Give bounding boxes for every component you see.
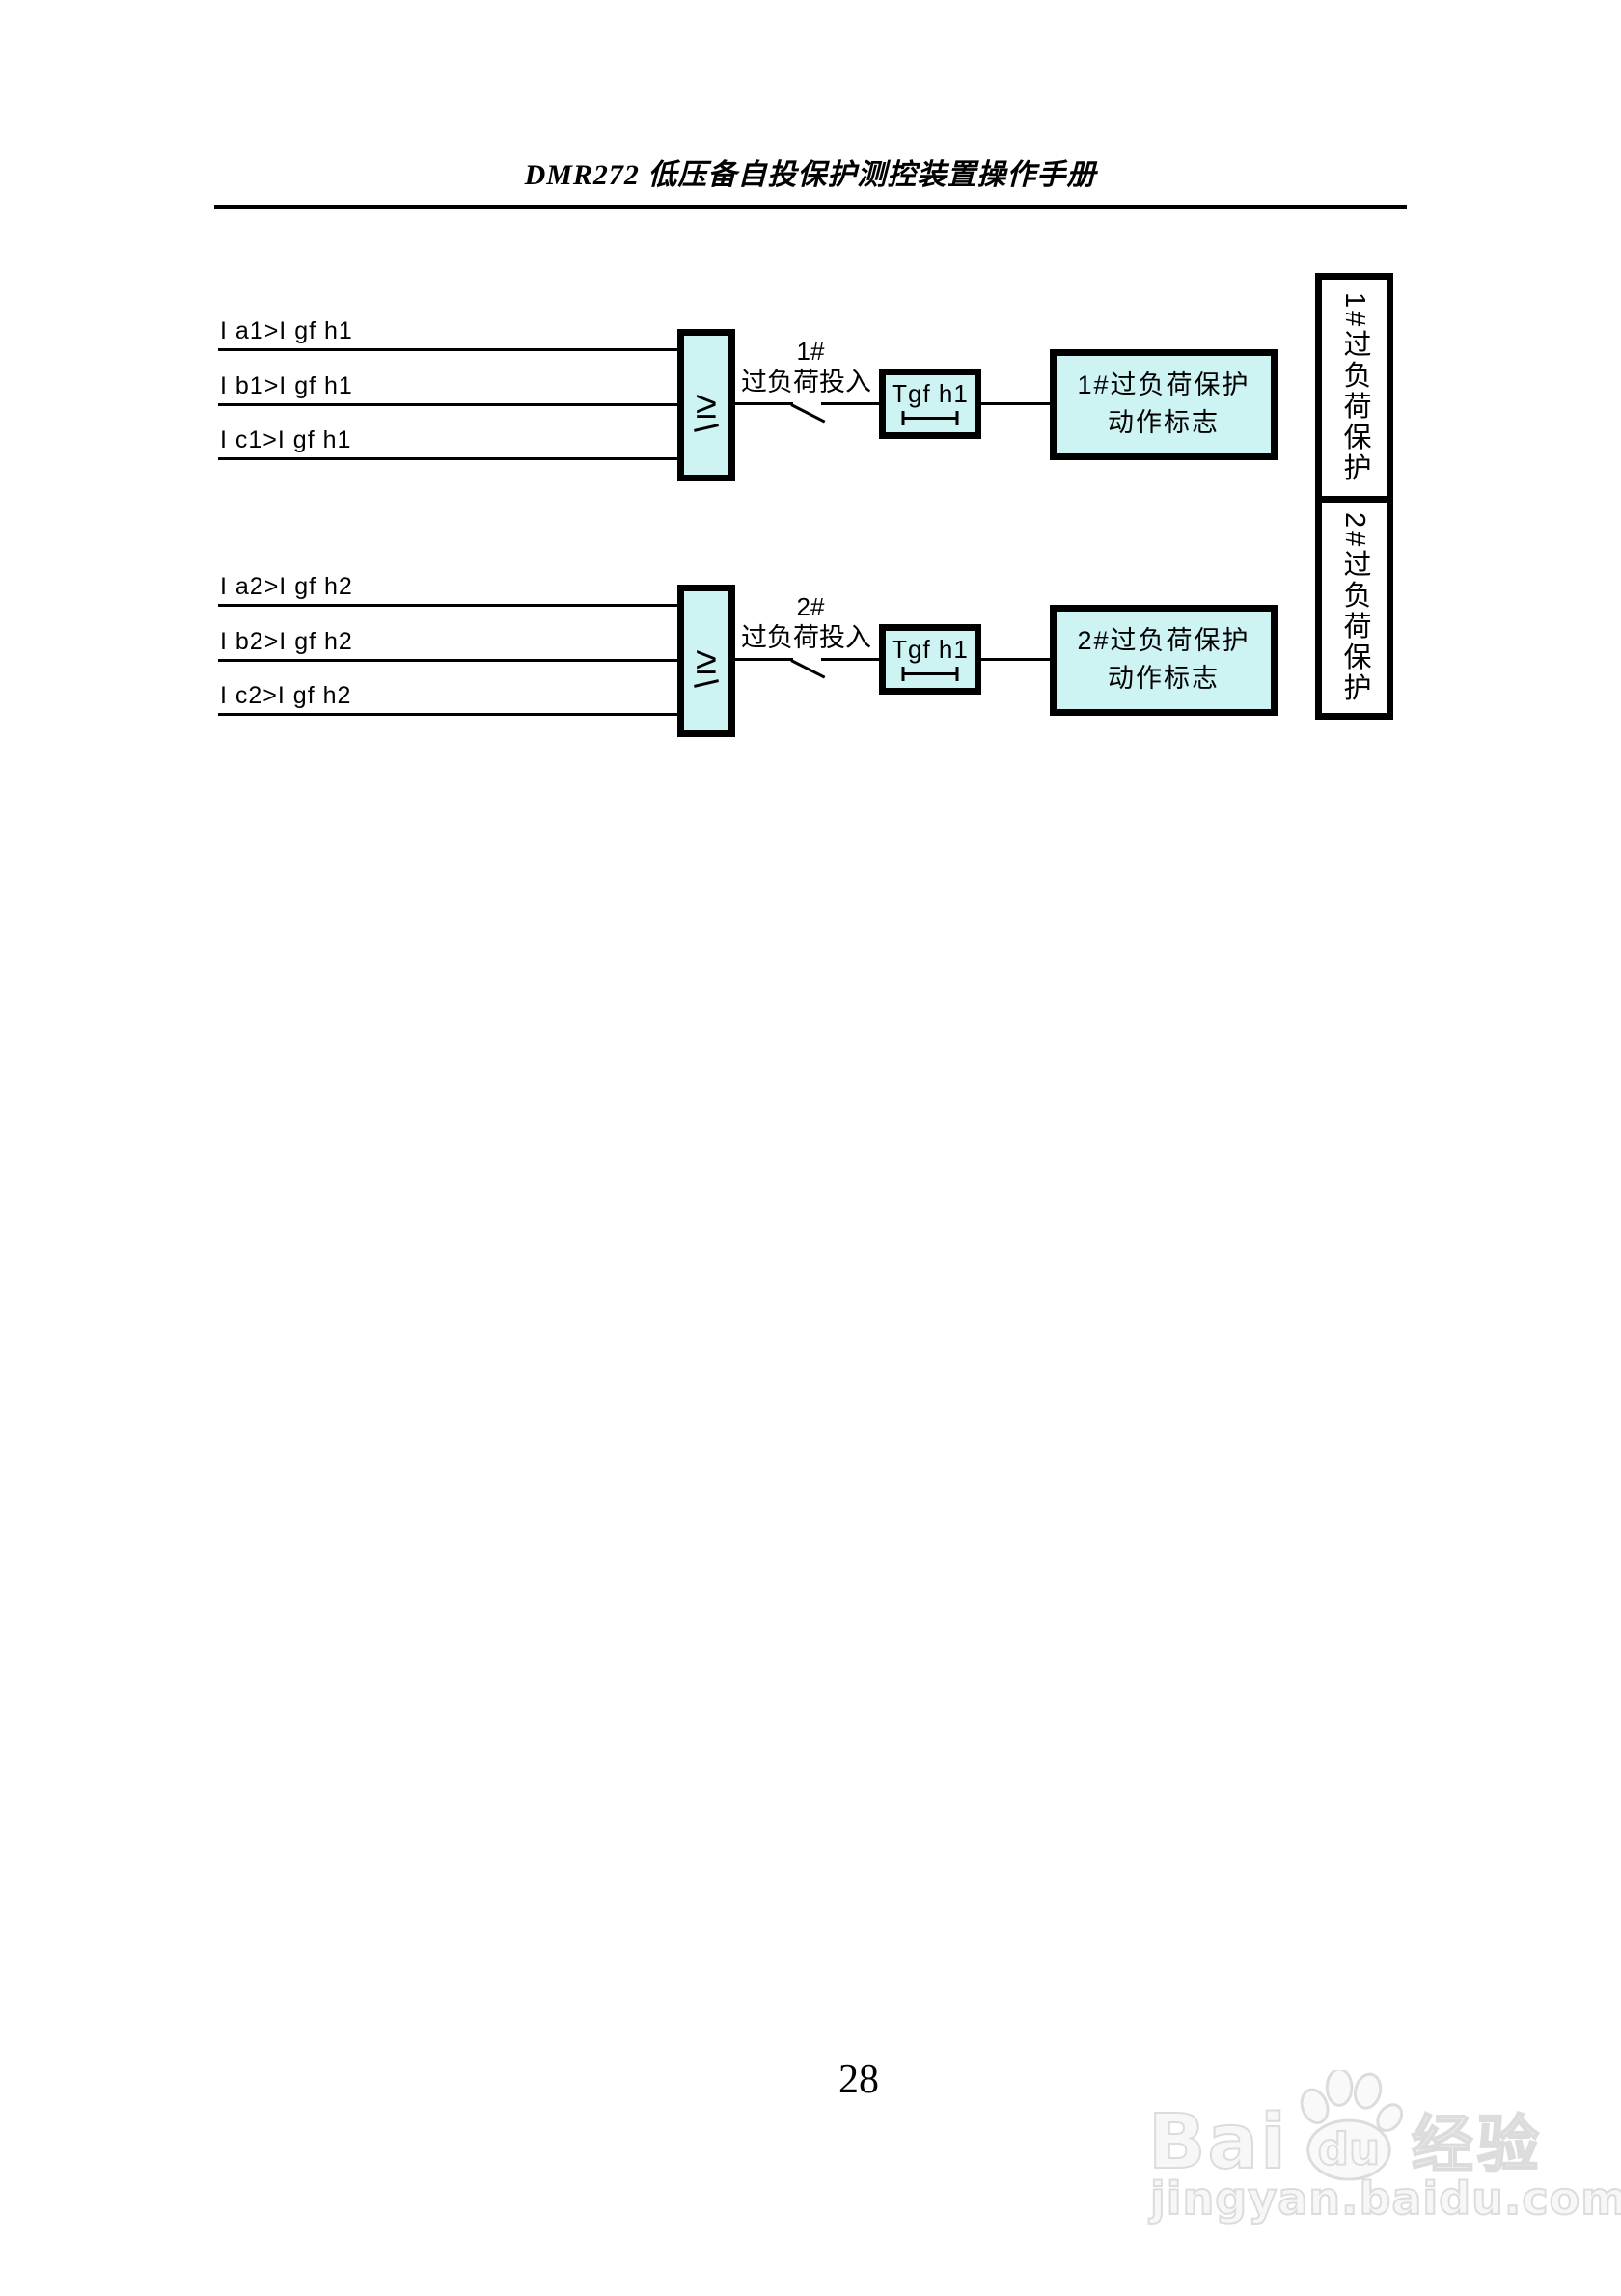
switch-id-label: 1# xyxy=(796,337,825,366)
or-gate-symbol: ≥ xyxy=(696,384,717,426)
or-gate: ≥ xyxy=(677,585,735,737)
wire xyxy=(821,402,879,405)
wire xyxy=(735,658,793,661)
output-flag-line2: 动作标志 xyxy=(1108,408,1220,437)
switch-blade-icon xyxy=(790,403,826,424)
output-flag-line1: 2#过负荷保护 xyxy=(1077,626,1250,656)
output-flag-box: 2#过负荷保护 动作标志 xyxy=(1050,605,1278,716)
input-condition-label: I a2>I gf h2 xyxy=(220,573,353,600)
wire xyxy=(978,658,1050,661)
section-label-box-1: 1#过负荷保护 xyxy=(1315,273,1393,503)
section-label-2: 2#过负荷保护 xyxy=(1339,511,1370,704)
wire xyxy=(735,402,793,405)
switch-blade-icon xyxy=(790,659,826,679)
baidu-watermark-logo: Bai du 经验 xyxy=(1147,2070,1543,2186)
or-gate: ≥ xyxy=(677,329,735,481)
input-condition-label: I b2>I gf h2 xyxy=(220,628,353,655)
duration-icon xyxy=(901,410,959,425)
input-wire xyxy=(218,713,677,716)
input-condition-label: I c1>I gf h1 xyxy=(220,426,352,453)
logic-group-1: I a1>I gf h1 I b1>I gf h1 I c1>I gf h1 ≥… xyxy=(0,317,1621,492)
input-wire xyxy=(218,457,677,460)
input-wire xyxy=(218,659,677,662)
switch-label: 过负荷投入 xyxy=(741,623,871,652)
section-label-box-2: 2#过负荷保护 xyxy=(1315,496,1393,720)
page-number: 28 xyxy=(838,2058,879,2102)
wire xyxy=(821,658,879,661)
input-condition-label: I a1>I gf h1 xyxy=(220,317,353,344)
timer-block: Tgf h1 xyxy=(879,369,981,439)
output-flag-line2: 动作标志 xyxy=(1108,664,1220,693)
baidu-paw-icon: du xyxy=(1300,2070,1403,2181)
output-flag-box: 1#过负荷保护 动作标志 xyxy=(1050,349,1278,460)
input-condition-label: I b1>I gf h1 xyxy=(220,372,353,399)
input-wire xyxy=(218,403,677,406)
wire xyxy=(978,402,1050,405)
input-wire xyxy=(218,604,677,607)
logic-group-2: I a2>I gf h2 I b2>I gf h2 I c2>I gf h2 ≥… xyxy=(0,573,1621,748)
section-label-1: 1#过负荷保护 xyxy=(1339,291,1370,484)
watermark-jingyan-text: 经验 xyxy=(1411,2110,1543,2181)
header-divider xyxy=(214,205,1407,209)
or-gate-symbol: ≥ xyxy=(696,640,717,682)
timer-label: Tgf h1 xyxy=(892,378,969,408)
document-title: DMR272 低压备自投保护测控装置操作手册 xyxy=(524,159,1097,191)
switch-id-label: 2# xyxy=(796,592,825,621)
watermark-bai-text: Bai xyxy=(1147,2099,1288,2186)
switch-label: 过负荷投入 xyxy=(741,368,871,396)
input-wire xyxy=(218,348,677,351)
duration-icon xyxy=(901,666,959,681)
output-flag-line1: 1#过负荷保护 xyxy=(1077,370,1250,400)
timer-block: Tgf h1 xyxy=(879,624,981,695)
timer-label: Tgf h1 xyxy=(892,634,969,664)
input-condition-label: I c2>I gf h2 xyxy=(220,682,352,709)
watermark-du-text: du xyxy=(1318,2123,1381,2174)
watermark-site-url: jingyan.baidu.com xyxy=(1149,2173,1621,2225)
